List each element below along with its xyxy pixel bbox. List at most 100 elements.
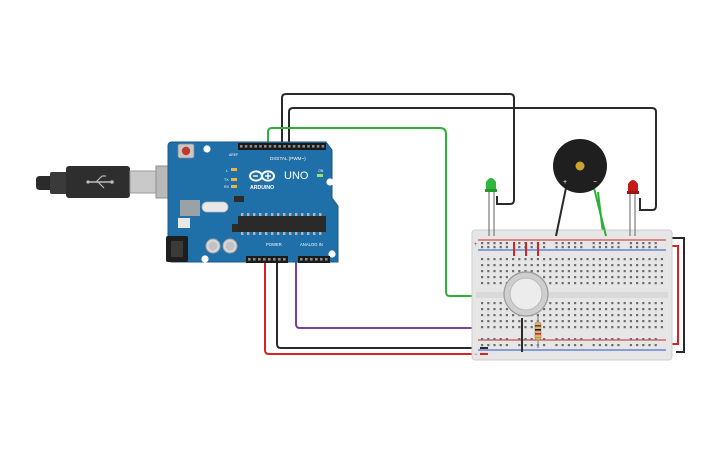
breadboard-hole xyxy=(524,344,527,347)
breadboard-hole xyxy=(536,270,539,273)
breadboard[interactable]: + − xyxy=(471,229,673,361)
chip-leg xyxy=(253,232,256,235)
breadboard-hole xyxy=(574,314,577,317)
mounting-hole xyxy=(203,145,211,153)
breadboard-hole xyxy=(567,338,570,341)
model-label: UNO xyxy=(284,170,309,182)
breadboard-hole xyxy=(481,314,484,317)
breadboard-hole xyxy=(512,326,515,329)
breadboard-hole xyxy=(605,326,608,329)
breadboard-hole xyxy=(648,246,651,249)
breadboard-hole xyxy=(561,264,564,267)
breadboard-hole xyxy=(623,258,626,261)
breadboard-hole xyxy=(598,264,601,267)
breadboard-hole xyxy=(580,276,583,279)
breadboard-hole xyxy=(481,270,484,273)
breadboard-hole xyxy=(611,314,614,317)
breadboard-hole xyxy=(499,246,502,249)
breadboard-hole xyxy=(598,320,601,323)
wire-purple-analog[interactable] xyxy=(295,262,510,329)
arduino-uno-board[interactable]: DIGITAL (PWM~) AREF L TX RX ARDUINO UNO … xyxy=(166,141,339,263)
breadboard-hole xyxy=(611,282,614,285)
chip-leg xyxy=(241,232,244,235)
led-red[interactable] xyxy=(627,180,639,236)
breadboard-hole xyxy=(580,338,583,341)
power-header[interactable] xyxy=(246,256,288,263)
breadboard-hole xyxy=(654,264,657,267)
breadboard-hole xyxy=(605,276,608,279)
breadboard-hole xyxy=(629,302,632,305)
breadboard-hole xyxy=(605,246,608,249)
on-led xyxy=(317,174,323,177)
breadboard-hole xyxy=(561,258,564,261)
piezo-buzzer[interactable]: + − xyxy=(553,139,607,237)
breadboard-hole xyxy=(518,258,521,261)
pin-hole xyxy=(325,258,328,261)
breadboard-hole xyxy=(536,258,539,261)
breadboard-hole xyxy=(481,320,484,323)
led-green-base xyxy=(485,189,497,192)
resistor[interactable] xyxy=(534,316,542,348)
sensor-mesh xyxy=(509,277,543,311)
breadboard-hole xyxy=(561,270,564,273)
breadboard-hole xyxy=(493,338,496,341)
breadboard-hole xyxy=(648,242,651,245)
breadboard-hole xyxy=(530,338,533,341)
breadboard-hole xyxy=(580,242,583,245)
breadboard-hole xyxy=(555,338,558,341)
resistor-band xyxy=(535,337,541,339)
breadboard-hole xyxy=(654,308,657,311)
breadboard-hole xyxy=(555,258,558,261)
breadboard-hole xyxy=(530,320,533,323)
pin-hole xyxy=(268,258,271,261)
breadboard-hole xyxy=(487,258,490,261)
breadboard-hole xyxy=(580,326,583,329)
breadboard-hole xyxy=(487,302,490,305)
wire-black-led-red[interactable] xyxy=(288,107,657,211)
gas-sensor[interactable] xyxy=(503,271,549,317)
led-green[interactable] xyxy=(485,178,497,236)
chip-leg xyxy=(313,232,316,235)
digital-label: DIGITAL (PWM~) xyxy=(270,156,306,161)
breadboard-hole xyxy=(543,344,546,347)
breadboard-hole xyxy=(530,344,533,347)
breadboard-hole xyxy=(574,320,577,323)
breadboard-hole xyxy=(512,270,515,273)
breadboard-hole xyxy=(623,326,626,329)
breadboard-hole xyxy=(574,242,577,245)
breadboard-hole xyxy=(536,314,539,317)
breadboard-hole xyxy=(549,320,552,323)
breadboard-hole xyxy=(642,242,645,245)
breadboard-hole xyxy=(481,344,484,347)
chip-leg xyxy=(265,232,268,235)
wire-black-gnd[interactable] xyxy=(276,262,478,349)
pin-hole xyxy=(259,145,262,148)
breadboard-hole xyxy=(505,320,508,323)
breadboard-hole xyxy=(648,314,651,317)
tx-led-label: TX xyxy=(224,178,229,182)
breadboard-hole xyxy=(524,320,527,323)
chip-leg xyxy=(247,232,250,235)
breadboard-hole xyxy=(642,326,645,329)
breadboard-hole xyxy=(493,246,496,249)
breadboard-hole xyxy=(598,258,601,261)
breadboard-hole xyxy=(567,320,570,323)
wire-red-5v[interactable] xyxy=(264,262,478,355)
breadboard-hole xyxy=(481,242,484,245)
resistor-band xyxy=(535,325,541,327)
breadboard-hole xyxy=(499,242,502,245)
breadboard-hole xyxy=(580,270,583,273)
breadboard-hole xyxy=(543,242,546,245)
analog-header[interactable] xyxy=(298,256,330,263)
breadboard-hole xyxy=(549,326,552,329)
digital-header[interactable] xyxy=(238,143,326,150)
breadboard-hole xyxy=(574,246,577,249)
breadboard-hole xyxy=(660,302,663,305)
reset-button[interactable] xyxy=(177,143,195,159)
resistor-band xyxy=(535,329,541,331)
breadboard-hole xyxy=(555,264,558,267)
breadboard-hole xyxy=(487,282,490,285)
wire-black-led-green[interactable] xyxy=(281,93,515,205)
usb-metal-connector xyxy=(129,170,157,194)
wire-black-rail-link[interactable] xyxy=(662,237,685,353)
